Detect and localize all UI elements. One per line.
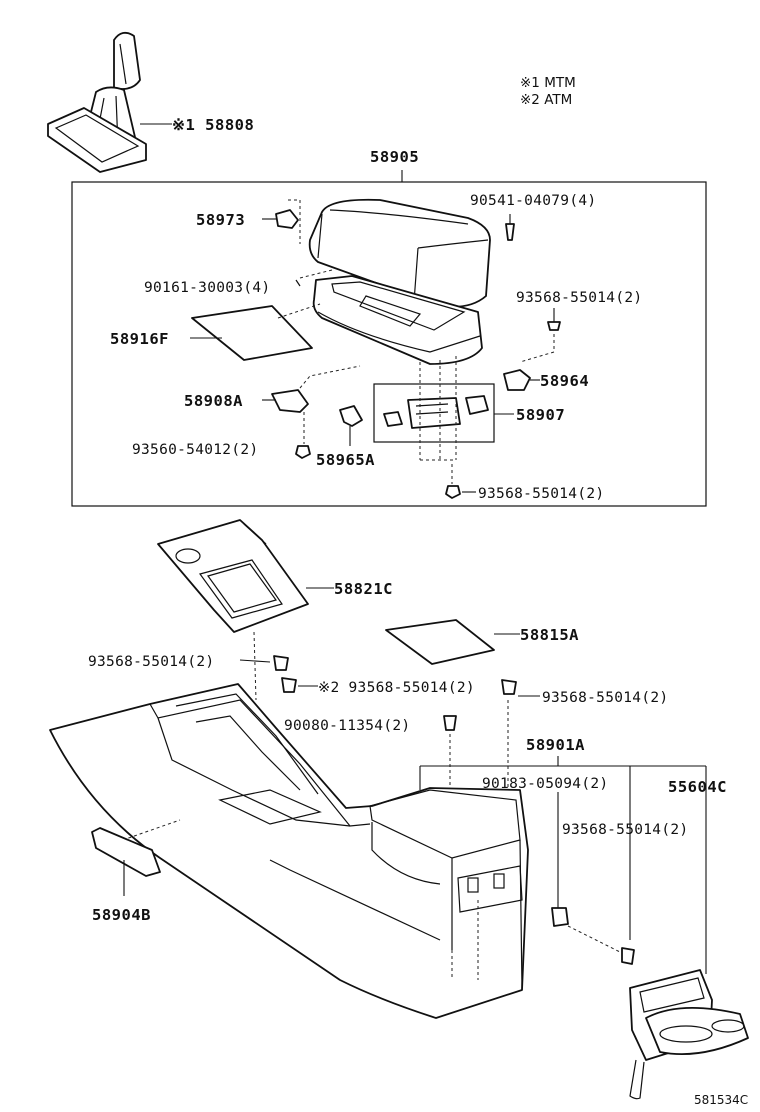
- label-93568-box: 93568-55014(2): [478, 486, 604, 502]
- label-58808: ※1 58808: [172, 116, 254, 134]
- subassembly-box-58907: [373, 383, 495, 443]
- label-58973: 58973: [196, 211, 245, 229]
- label-58904b: 58904B: [92, 906, 151, 924]
- screw-90541-part: [505, 223, 515, 241]
- label-58907: 58907: [516, 406, 565, 424]
- label-58965a: 58965A: [316, 451, 375, 469]
- screw-90080-part: [443, 715, 457, 731]
- assembly-box-58905: [71, 181, 707, 507]
- clip-90183-part: [551, 907, 569, 927]
- bolt-93560-part: [295, 445, 311, 459]
- hinge-58908a-part: [271, 389, 309, 413]
- label-90541: 90541-04079(4): [470, 193, 596, 209]
- bezel-58821c-part: [157, 519, 309, 633]
- shift-boot-part: [47, 31, 147, 173]
- label-90080: 90080-11354(2): [284, 718, 410, 734]
- reference-code: 581534C: [694, 1093, 748, 1107]
- label-90183: 90183-05094(2): [482, 776, 608, 792]
- label-93568-upper: 93568-55014(2): [516, 290, 642, 306]
- legend-mtm: ※1 MTM: [520, 75, 576, 91]
- screw-93568-upper-part: [547, 321, 561, 331]
- label-93560: 93560-54012(2): [132, 442, 258, 458]
- label-93568-right: 93568-55014(2): [542, 690, 668, 706]
- cover-58904b-part: [91, 827, 161, 877]
- screw-93568-lower-part: [621, 947, 635, 965]
- label-93568-left: 93568-55014(2): [88, 654, 214, 670]
- clip-58973-part: [275, 209, 299, 229]
- label-93568-atm: ※2 93568-55014(2): [318, 680, 475, 696]
- label-90161: 90161-30003(4): [144, 280, 270, 296]
- console-body-part: [49, 683, 529, 1019]
- label-58908a: 58908A: [184, 392, 243, 410]
- label-58916f: 58916F: [110, 330, 169, 348]
- screw-93568-right-part: [501, 679, 517, 695]
- label-58901a: 58901A: [526, 736, 585, 754]
- label-58821c: 58821C: [334, 580, 393, 598]
- screw-93568-atm-part: [281, 677, 297, 693]
- legend-atm: ※2 ATM: [520, 92, 572, 108]
- screw-93568-box-part: [445, 485, 461, 499]
- label-58815a: 58815A: [520, 626, 579, 644]
- lock-58907-part: [383, 395, 489, 429]
- bracket-58965a-part: [339, 405, 363, 427]
- mat-58815a-part: [385, 619, 495, 665]
- cup-holder-55604c-part: [629, 969, 749, 1100]
- latch-58964-part: [503, 369, 531, 391]
- label-58905: 58905: [370, 148, 419, 166]
- label-58964: 58964: [540, 372, 589, 390]
- console-base-part: [312, 275, 483, 365]
- mat-58916f-part: [191, 305, 313, 361]
- label-93568-lower: 93568-55014(2): [562, 822, 688, 838]
- label-55604c: 55604C: [668, 778, 727, 796]
- screw-93568-left-part: [273, 655, 289, 671]
